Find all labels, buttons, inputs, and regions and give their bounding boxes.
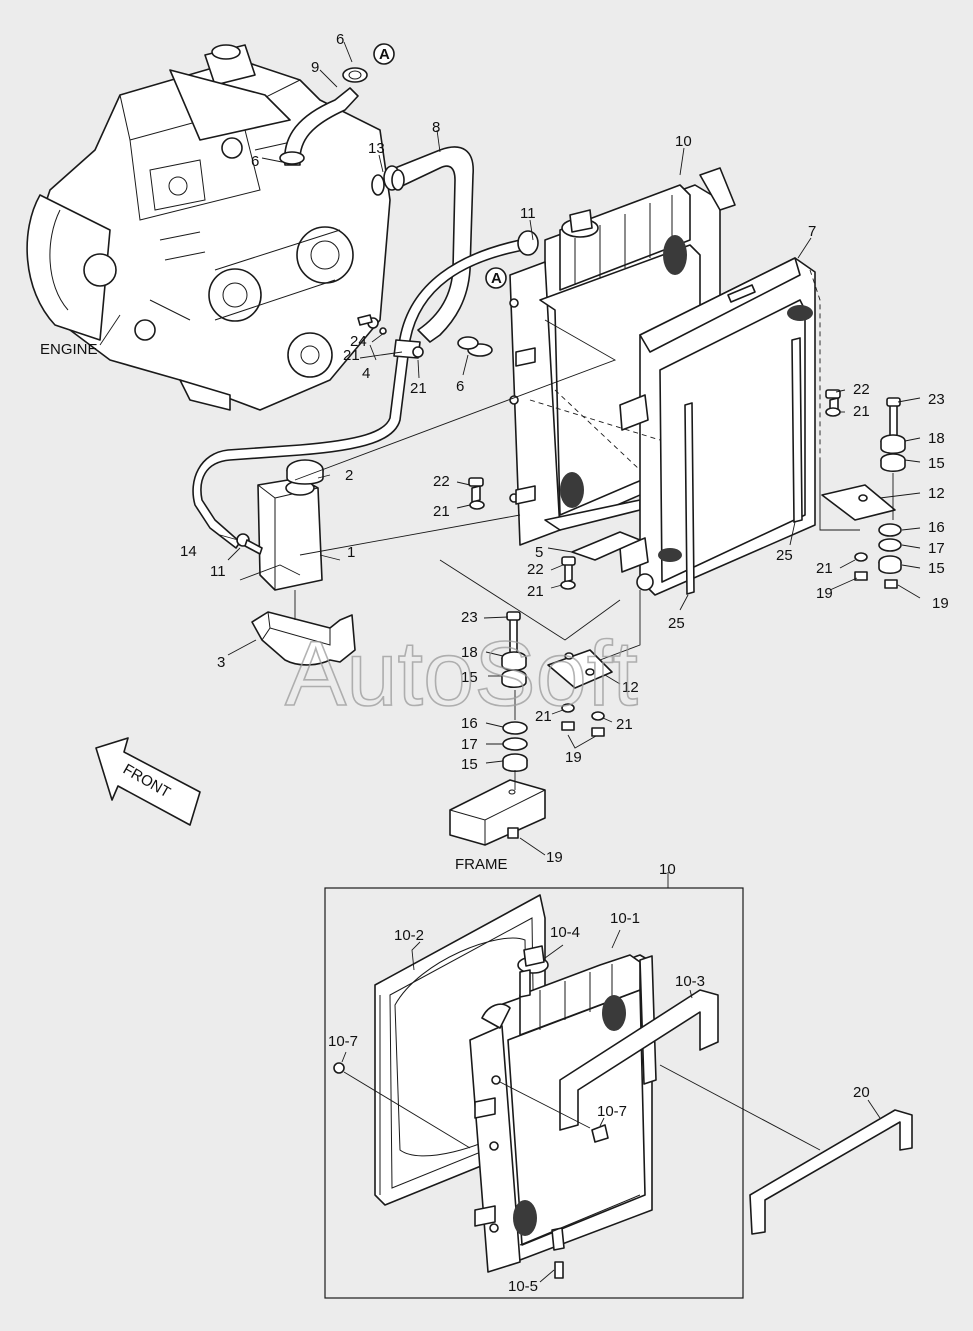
frame-bracket	[449, 779, 546, 846]
callout-21: 21	[527, 583, 544, 600]
callout-15: 15	[461, 669, 478, 686]
callout-21: 21	[616, 716, 633, 733]
text-labels: ENGINE FRAME FRONT A A 1 2 3 4 5 6 6 6 7…	[40, 31, 949, 1295]
callout-11: 11	[520, 205, 536, 222]
callout-12: 12	[928, 485, 945, 502]
callout-10: 10	[675, 133, 692, 150]
callout-19: 19	[546, 849, 563, 866]
callout-25: 25	[776, 547, 793, 564]
radiator-10	[509, 167, 736, 546]
callout-23: 23	[461, 609, 478, 626]
callout-2: 2	[345, 467, 353, 484]
callout-21: 21	[853, 403, 870, 420]
callout-6: 6	[251, 153, 259, 170]
callout-18: 18	[461, 644, 478, 661]
front-arrow-icon	[95, 737, 201, 826]
callout-11: 11	[210, 563, 226, 580]
callout-22: 22	[433, 473, 450, 490]
callout-14: 14	[180, 543, 197, 560]
watermark-text: AutoSoft	[285, 623, 638, 725]
callout-16: 16	[928, 519, 945, 536]
callout-21: 21	[343, 347, 360, 364]
callout-19: 19	[565, 749, 582, 766]
callout-10-7: 10-7	[597, 1103, 627, 1120]
callout-10-2: 10-2	[394, 927, 424, 944]
baffle-5	[571, 531, 641, 561]
callout-17: 17	[461, 736, 478, 753]
frame-label: FRAME	[455, 856, 508, 873]
callout-10-3: 10-3	[675, 973, 705, 990]
callout-5: 5	[535, 544, 543, 561]
callout-6: 6	[456, 378, 464, 395]
callout-12: 12	[622, 679, 639, 696]
callout-19: 19	[932, 595, 949, 612]
reserve-tank-1	[236, 459, 324, 591]
upper-hose-9	[279, 67, 368, 166]
callout-21: 21	[433, 503, 450, 520]
callout-3: 3	[217, 654, 225, 671]
mount-right	[821, 389, 906, 589]
callout-8: 8	[432, 119, 440, 136]
callout-23: 23	[928, 391, 945, 408]
seal-strips-25	[684, 337, 803, 595]
callout-6: 6	[336, 31, 344, 48]
handle-20	[749, 1099, 913, 1235]
callout-19: 19	[816, 585, 833, 602]
callout-20: 20	[853, 1084, 870, 1101]
callout-4: 4	[362, 365, 370, 382]
callout-25: 25	[668, 615, 685, 632]
callout-10-4: 10-4	[550, 924, 580, 941]
callout-10-7: 10-7	[328, 1033, 358, 1050]
callout-9: 9	[311, 59, 319, 76]
callout-21: 21	[410, 380, 427, 397]
callout-15: 15	[928, 560, 945, 577]
callout-1: 1	[347, 544, 355, 561]
radiator-hose-8	[371, 146, 493, 357]
overflow-hose-14	[192, 230, 539, 549]
callout-13: 13	[368, 140, 385, 157]
engine-label: ENGINE	[40, 341, 98, 358]
ref-circle-icon	[373, 43, 507, 289]
callout-22: 22	[853, 381, 870, 398]
callout-24: 24	[350, 333, 367, 350]
callout-7: 7	[808, 223, 816, 240]
callout-22: 22	[527, 561, 544, 578]
callout-10-1: 10-1	[610, 910, 640, 927]
ref-a-label: A	[379, 46, 390, 63]
tank-bracket-3	[251, 611, 356, 666]
callout-17: 17	[928, 540, 945, 557]
callout-16: 16	[461, 715, 478, 732]
callout-21: 21	[816, 560, 833, 577]
mount-center	[468, 477, 613, 773]
callout-10: 10	[659, 861, 676, 878]
callout-21: 21	[535, 708, 552, 725]
callout-18: 18	[928, 430, 945, 447]
leader-lines	[99, 41, 921, 856]
callout-15: 15	[461, 756, 478, 773]
ref-a-label: A	[491, 270, 502, 287]
fan-shroud-7	[619, 257, 816, 596]
callout-10-5: 10-5	[508, 1278, 538, 1295]
callout-15: 15	[928, 455, 945, 472]
detail-box-10	[324, 872, 821, 1299]
